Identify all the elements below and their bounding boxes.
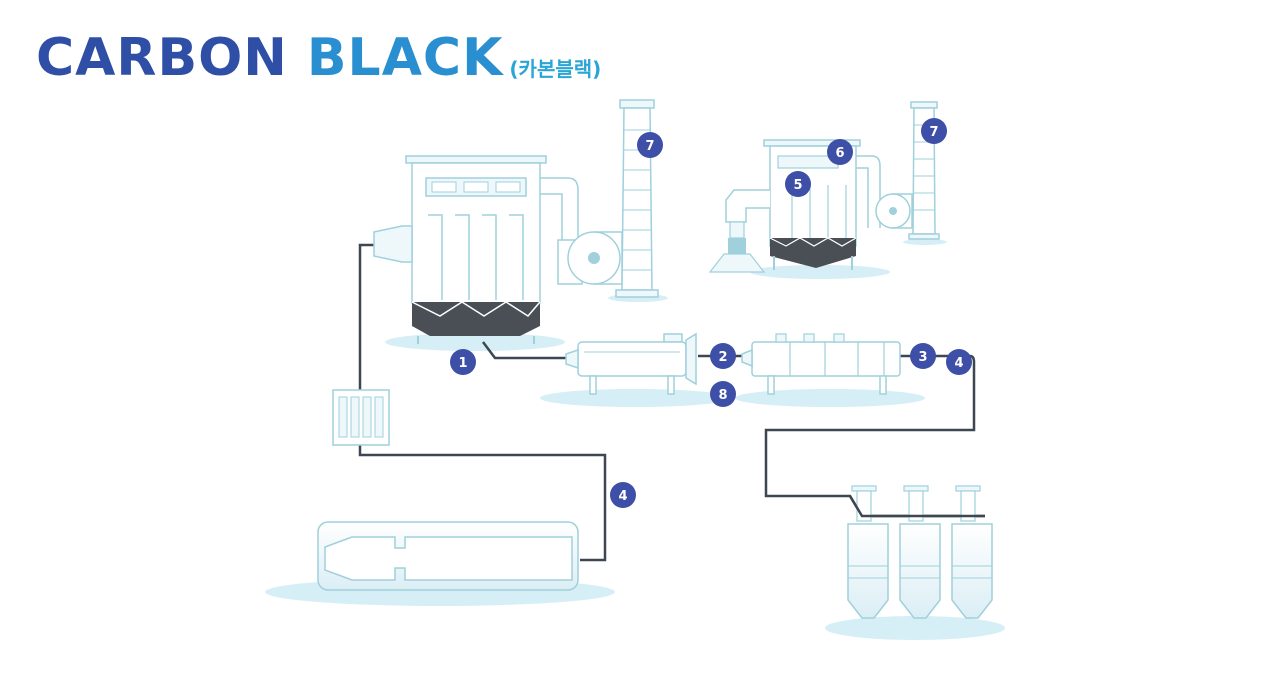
title-carbon: CARBON: [36, 28, 307, 88]
reactor: [317, 521, 579, 591]
svg-text:2: 2: [718, 350, 727, 365]
step-badge-7-left: 7: [637, 132, 663, 158]
step-badge-5: 5: [785, 171, 811, 197]
silo-3: [951, 485, 993, 619]
silo-1: [847, 485, 889, 619]
step-badge-7-right: 7: [921, 118, 947, 144]
step-badge-4-left: 4: [610, 482, 636, 508]
svg-text:6: 6: [835, 146, 844, 161]
fan-right: [875, 193, 913, 229]
svg-text:4: 4: [618, 489, 627, 504]
title-black: BLACK: [306, 28, 504, 88]
svg-text:8: 8: [718, 388, 727, 403]
silo-feed-pipe: [848, 495, 985, 518]
baghouse-right: [708, 139, 881, 273]
rotary-drum: [565, 332, 697, 395]
step-badge-4-right: 4: [946, 349, 972, 375]
pelletizer: [741, 333, 901, 395]
silo-2: [899, 485, 941, 619]
storage-silos: [847, 485, 993, 619]
svg-text:4: 4: [954, 356, 963, 371]
step-badge-2: 2: [710, 343, 736, 369]
svg-text:3: 3: [918, 350, 927, 365]
step-badge-8: 8: [710, 381, 736, 407]
fan-left: [567, 231, 623, 285]
stack-left: [615, 99, 659, 298]
title-korean: (카본블랙): [509, 57, 602, 81]
baghouse-left: [373, 155, 583, 344]
step-badge-1: 1: [450, 349, 476, 375]
air-filter: [332, 389, 390, 446]
svg-text:5: 5: [793, 178, 802, 193]
title: CARBON BLACK (카본블랙): [36, 30, 601, 86]
svg-text:7: 7: [645, 139, 654, 154]
step-badge-6: 6: [827, 139, 853, 165]
step-badges: 1 2 3 4 4 5 6 7: [450, 118, 972, 508]
svg-text:1: 1: [458, 356, 467, 371]
step-badge-3: 3: [910, 343, 936, 369]
svg-text:7: 7: [929, 125, 938, 140]
page-title: CARBON BLACK: [36, 30, 503, 86]
